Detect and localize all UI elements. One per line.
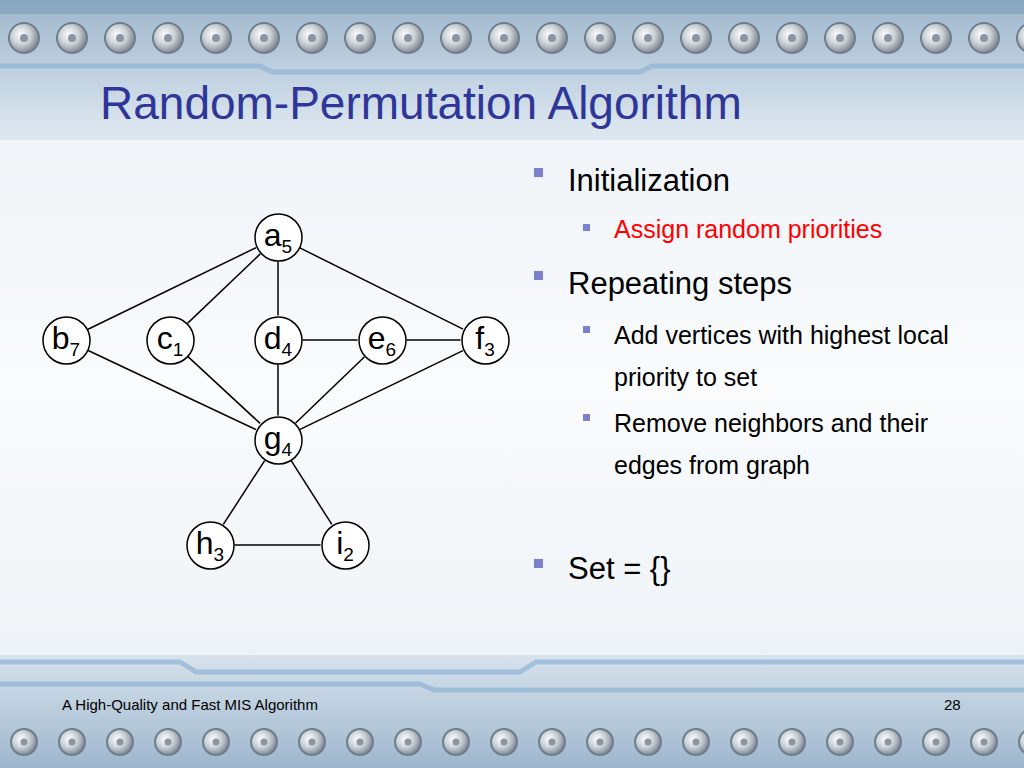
vertex-label: g4 [264, 422, 292, 459]
solder-pads [0, 14, 1024, 62]
vertex-label: i2 [336, 527, 354, 564]
graph-edge [277, 365, 279, 416]
priority-number: 5 [282, 236, 293, 257]
vertex-label: a5 [264, 219, 292, 256]
graph-edge [235, 544, 321, 546]
vertex-name: g [264, 420, 282, 456]
vertex-outline [255, 214, 302, 261]
sub-bullet-text: Remove neighbors and their edges from gr… [614, 402, 974, 486]
vertex-label: c1 [157, 322, 184, 359]
vertex-name: f [475, 320, 484, 356]
bullet-text: Initialization [568, 162, 998, 199]
vertex-label: d4 [264, 322, 292, 359]
vertex-circle: b7 [42, 316, 91, 365]
priority-number: 6 [386, 339, 397, 360]
circuit-trace [0, 662, 1024, 672]
content-panel [0, 140, 1024, 655]
priority-number: 3 [484, 339, 495, 360]
circuit-traces [0, 66, 1024, 690]
vertex-outline [255, 317, 302, 364]
graph-edge [303, 339, 358, 341]
vertex-outline [255, 417, 302, 464]
vertex-name: h [196, 525, 214, 561]
vertex-circle: i2 [321, 521, 370, 570]
bullet-text: Repeating steps [568, 265, 998, 302]
bullet-text: Set = {} [568, 550, 998, 587]
vertex-label: h3 [196, 527, 224, 564]
bullet-marker [583, 414, 590, 421]
bullet-marker [534, 168, 543, 177]
sub-bullet-text: Add vertices with highest local priority… [614, 314, 974, 398]
vertex-circle: h3 [186, 521, 235, 570]
solder-pads [0, 714, 1024, 768]
vertex-circle: d4 [254, 316, 303, 365]
priority-number: 2 [343, 544, 354, 565]
graph-edge [291, 461, 332, 525]
vertex-circle: g4 [254, 416, 303, 465]
vertex-label: f3 [475, 322, 494, 359]
graph-edge [223, 461, 264, 525]
slide-title: Random-Permutation Algorithm [100, 76, 742, 131]
graph-edge [407, 339, 461, 341]
vertex-name: a [264, 217, 282, 253]
vertex-circle: a5 [254, 213, 303, 262]
graph-edge [188, 254, 261, 323]
bullet-markers [534, 168, 590, 568]
graph-edge [296, 357, 365, 423]
vertex-outline [43, 317, 90, 364]
vertex-circle: f3 [461, 316, 510, 365]
graph-edge [277, 262, 279, 316]
vertex-circle: c1 [146, 316, 195, 365]
vertex-outline [147, 317, 194, 364]
bullet-marker [534, 559, 543, 568]
sub-bullet-text: Assign random priorities [614, 214, 1004, 244]
bullet-marker [583, 224, 590, 231]
vertex-outline [359, 317, 406, 364]
vertex-circle: e6 [358, 316, 407, 365]
vertex-name: c [157, 320, 173, 356]
slide-number: 28 [944, 696, 1004, 714]
circuit-trace [0, 684, 1024, 690]
vertex-name: e [368, 320, 386, 356]
vertex-label: b7 [52, 322, 80, 359]
vertex-outline [462, 317, 509, 364]
vertex-outline [322, 522, 369, 569]
top-strip [0, 0, 1024, 14]
vertex-outline [187, 522, 234, 569]
priority-number: 4 [282, 339, 293, 360]
circuit-trace [0, 66, 1024, 72]
priority-number: 4 [282, 439, 293, 460]
priority-number: 7 [70, 339, 81, 360]
priority-number: 3 [214, 544, 225, 565]
priority-number: 1 [173, 339, 184, 360]
vertex-name: b [52, 320, 70, 356]
footer-text: A High-Quality and Fast MIS Algorithm [62, 696, 562, 714]
vertex-name: d [264, 320, 282, 356]
vertex-label: e6 [368, 322, 396, 359]
vertex-name: i [336, 525, 343, 561]
bullet-marker [534, 271, 543, 280]
graph-edge [188, 357, 260, 424]
bullet-marker [583, 326, 590, 333]
